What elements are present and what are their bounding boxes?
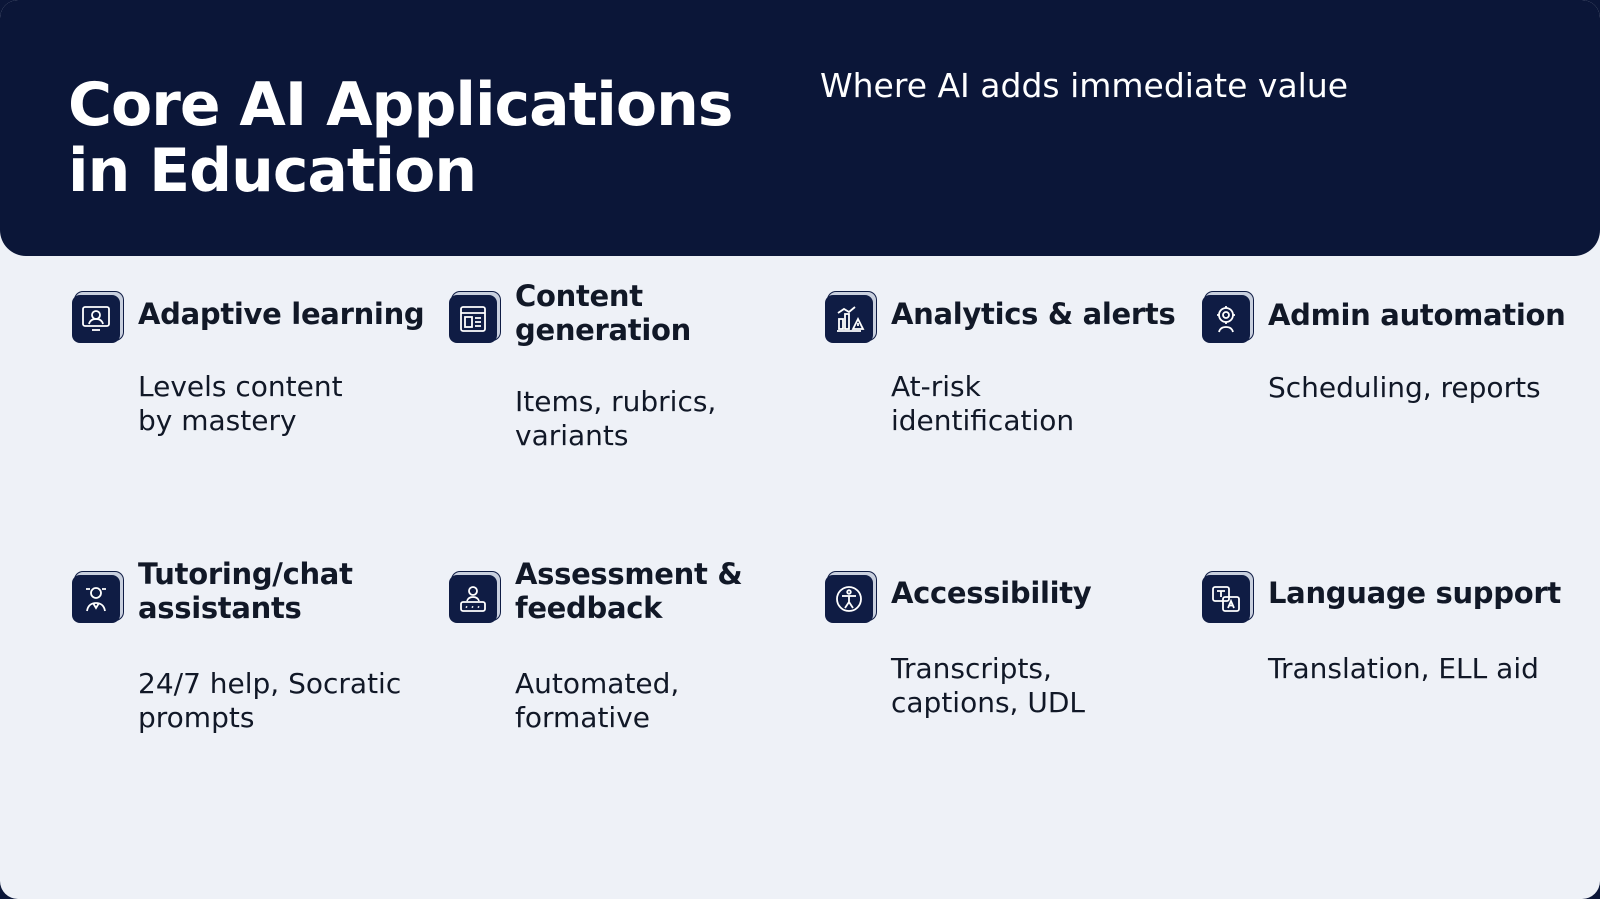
card-description: Items, rubrics,variants — [515, 385, 805, 453]
tutoring-icon — [72, 575, 120, 623]
card-title-line2: assistants — [138, 591, 302, 625]
card-title: Admin automation — [1268, 298, 1566, 332]
card-title-line1: Assessment & — [515, 557, 743, 591]
page-title-line2: in Education — [68, 136, 477, 206]
card-title: Accessibility — [891, 576, 1092, 610]
card-description: Translation, ELL aid — [1268, 652, 1568, 686]
card-admin-automation: Admin automation Scheduling, reports — [1202, 295, 1566, 525]
card-description-line1: 24/7 help, Socratic — [138, 667, 402, 700]
card-description: Automated,formative — [515, 667, 805, 735]
card-title: Language support — [1268, 576, 1561, 610]
card-description-line2: captions, UDL — [891, 686, 1086, 719]
card-description-line1: Levels content — [138, 370, 343, 403]
card-description-line2: prompts — [138, 701, 255, 734]
card-description-line1: Translation, ELL aid — [1268, 652, 1539, 685]
card-description: Scheduling, reports — [1268, 371, 1568, 405]
card-description: Transcripts,captions, UDL — [891, 652, 1181, 720]
page-title-line1: Core AI Applications — [68, 70, 733, 140]
language-support-icon — [1202, 575, 1250, 623]
admin-automation-icon — [1202, 295, 1250, 343]
card-assessment-feedback: Assessment &feedback Automated,formative — [449, 557, 799, 805]
card-description-line1: At-risk — [891, 370, 981, 403]
card-title-line1: Tutoring/chat — [138, 557, 353, 591]
card-description-line2: identification — [891, 404, 1075, 437]
card-title: Adaptive learning — [138, 297, 425, 331]
assessment-icon — [449, 575, 497, 623]
page-subtitle: Where AI adds immediate value — [820, 66, 1349, 105]
content-generation-icon — [449, 295, 497, 343]
card-title-line2: feedback — [515, 591, 663, 625]
card-description-line2: formative — [515, 701, 650, 734]
card-description-line2: by mastery — [138, 404, 297, 437]
card-description-line1: Transcripts, — [891, 652, 1052, 685]
card-title: Assessment &feedback — [515, 557, 815, 625]
card-accessibility: Accessibility Transcripts,captions, UDL — [825, 575, 1175, 805]
card-content-generation: Content generation Items, rubrics,varian… — [449, 279, 799, 525]
card-language-support: Language support Translation, ELL aid — [1202, 575, 1561, 805]
card-description-line2: variants — [515, 419, 629, 452]
accessibility-icon — [825, 575, 873, 623]
card-title: Analytics & alerts — [891, 297, 1176, 331]
card-description-line1: Items, rubrics, — [515, 385, 717, 418]
card-title: Content generation — [515, 279, 691, 347]
card-description-line1: Scheduling, reports — [1268, 371, 1541, 404]
analytics-icon — [825, 295, 873, 343]
adaptive-learning-icon — [72, 295, 120, 343]
card-description-line1: Automated, — [515, 667, 680, 700]
